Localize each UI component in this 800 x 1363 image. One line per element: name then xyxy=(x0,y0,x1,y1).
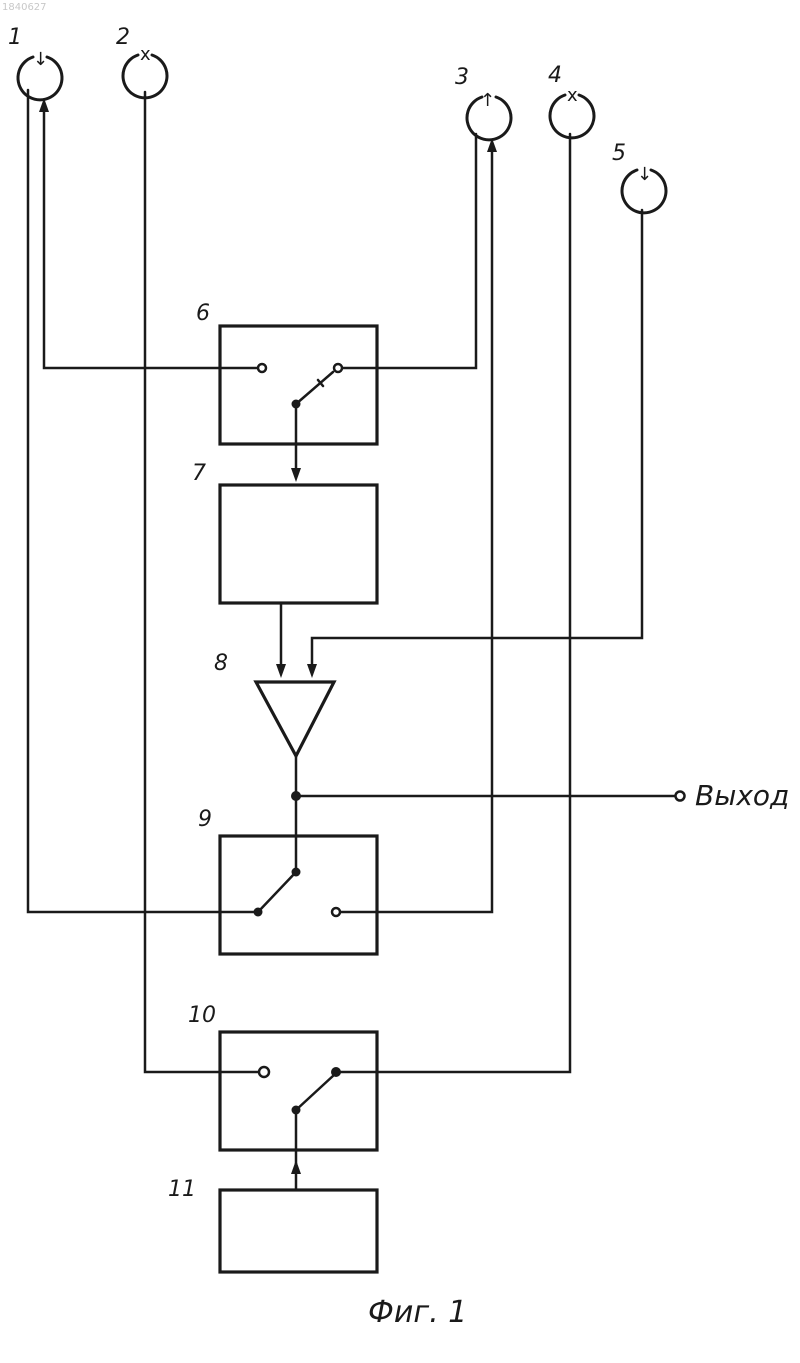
block-10: 10 xyxy=(188,1003,377,1150)
arrow-down-icon xyxy=(276,664,286,678)
arrow-down-icon xyxy=(291,468,301,482)
block-11: 11 xyxy=(168,1177,377,1272)
block-6-label: 6 xyxy=(196,301,210,326)
terminal-5: 5 ↓ xyxy=(612,141,666,213)
wire-block6-to-terminal1 xyxy=(44,108,258,368)
switch-blade xyxy=(296,372,333,404)
amplifier-triangle xyxy=(256,682,334,756)
switch-contact xyxy=(334,364,342,372)
block-7: 7 xyxy=(192,461,377,603)
switch-contact xyxy=(259,1067,269,1077)
block-7-label: 7 xyxy=(192,461,206,486)
block-11-label: 11 xyxy=(168,1177,196,1202)
terminal-5-mark: ↓ xyxy=(637,164,652,185)
terminal-5-label: 5 xyxy=(612,141,626,166)
arrow-down-icon xyxy=(307,664,317,678)
output-label: Выход xyxy=(695,779,789,812)
terminal-2-mark: x xyxy=(140,44,151,65)
block-11-frame xyxy=(220,1190,377,1272)
block-9: 9 xyxy=(198,807,377,954)
document-number: 1840627 xyxy=(2,2,47,13)
block-10-frame xyxy=(220,1032,377,1150)
block-10-label: 10 xyxy=(188,1003,216,1028)
terminal-3-mark: ↑ xyxy=(480,90,495,111)
terminal-4-label: 4 xyxy=(548,63,562,88)
block-9-frame xyxy=(220,836,377,954)
block-6: 6 xyxy=(196,301,377,444)
terminal-1-mark: ↓ xyxy=(33,49,48,70)
output-terminal xyxy=(676,792,685,801)
wire-terminal2-to-block10 xyxy=(145,92,262,1072)
terminal-2: 2 x xyxy=(116,25,167,98)
wire-terminal3-to-block6 xyxy=(340,134,476,368)
terminal-1-label: 1 xyxy=(8,25,22,50)
terminal-4: 4 x xyxy=(548,63,594,138)
terminal-2-label: 2 xyxy=(116,25,130,50)
terminal-3: 3 ↑ xyxy=(455,65,511,140)
block-7-frame xyxy=(220,485,377,603)
block-6-frame xyxy=(220,326,377,444)
switch-contact xyxy=(258,364,266,372)
block-8-label: 8 xyxy=(214,651,228,676)
junction-dot xyxy=(291,791,301,801)
switch-contact xyxy=(332,908,340,916)
terminal-1: 1 ↓ xyxy=(8,25,62,100)
switch-blade xyxy=(296,1075,334,1110)
switch-blade xyxy=(258,872,296,912)
figure-caption: Фиг. 1 xyxy=(368,1295,467,1330)
wire-terminal1-to-block9 xyxy=(28,90,258,912)
terminal-4-mark: x xyxy=(567,85,578,106)
wire-block9-to-terminal3 xyxy=(336,150,492,912)
terminal-3-label: 3 xyxy=(455,65,469,90)
block-9-label: 9 xyxy=(198,807,212,832)
